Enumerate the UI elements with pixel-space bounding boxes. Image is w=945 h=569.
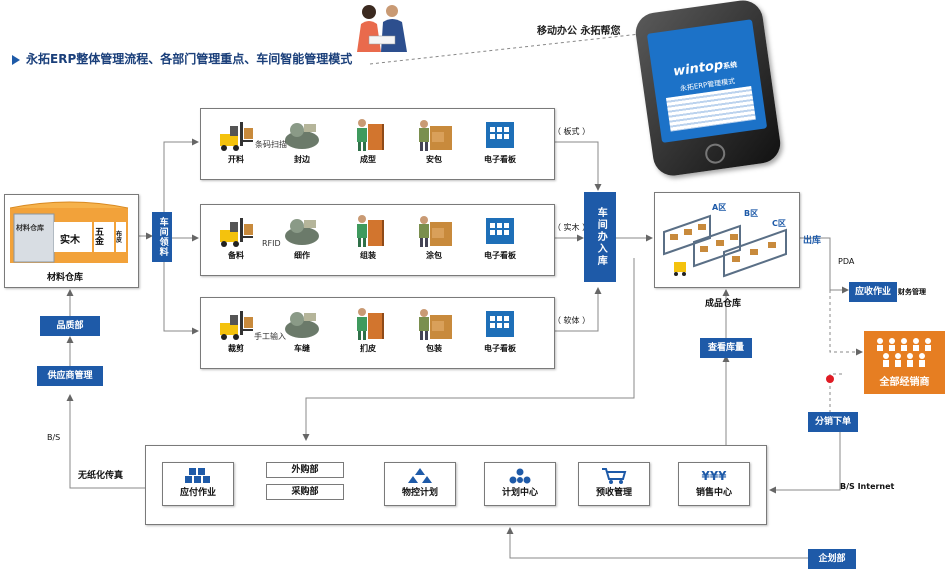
warehouse-section-hardware: 五金 bbox=[95, 228, 105, 247]
dashboard-grid-icon bbox=[480, 214, 520, 248]
machine-icon bbox=[282, 307, 322, 341]
finished-warehouse-label: 成品仓库 bbox=[705, 299, 742, 309]
outbound-label: 出库 bbox=[803, 236, 822, 246]
pda-label: PDA bbox=[838, 257, 855, 266]
yen-icon: ¥¥¥ bbox=[701, 469, 727, 483]
purchasing-dept[interactable]: 采购部 bbox=[266, 484, 344, 500]
distribution-order-button[interactable]: 分销下单 bbox=[808, 412, 858, 432]
workers-boxes-icon bbox=[414, 214, 454, 248]
step-assembly[interactable]: 安包 bbox=[403, 118, 465, 165]
phone-screen: wintop系统 永拓ERP管理模式 bbox=[646, 19, 768, 143]
step-cut-fabric[interactable]: 裁剪 bbox=[205, 307, 267, 354]
warehouse-section-wood: 实木 bbox=[60, 235, 80, 246]
all-dealers-label: 全部经销商 bbox=[879, 377, 930, 388]
step-upholstery[interactable]: 扪皮 bbox=[337, 307, 399, 354]
step-fine-work[interactable]: 细作 bbox=[271, 214, 333, 261]
step-cutting[interactable]: 开料 bbox=[205, 118, 267, 165]
step-e-board[interactable]: 电子看板 bbox=[469, 118, 531, 165]
paperless-fax-label: 无纸化传真 bbox=[78, 471, 124, 481]
step-prep[interactable]: 备料 bbox=[205, 214, 267, 261]
step-sewing[interactable]: 车缝 bbox=[271, 307, 333, 354]
step-assemble[interactable]: 组装 bbox=[337, 214, 399, 261]
step-forming[interactable]: 成型 bbox=[337, 118, 399, 165]
all-dealers-box[interactable]: 全部经销商 bbox=[864, 331, 945, 394]
business-people-icon bbox=[357, 5, 407, 52]
cart-icon bbox=[579, 467, 649, 485]
people-group-icon bbox=[876, 338, 931, 367]
payables-module[interactable]: 应付作业 bbox=[162, 462, 234, 506]
step-e-board[interactable]: 电子看板 bbox=[469, 214, 531, 261]
material-control-module[interactable]: 物控计划 bbox=[384, 462, 456, 506]
worker-icon bbox=[348, 307, 388, 341]
type-panel-label: （ 板式 ） bbox=[553, 127, 591, 136]
warehouse-sign: 材料仓库 bbox=[16, 224, 44, 232]
workers-boxes-icon bbox=[414, 307, 454, 341]
receivables-button[interactable]: 应收作业 bbox=[849, 282, 897, 302]
input-manual-label: 手工输入 bbox=[254, 332, 286, 341]
workshop-picking-box[interactable]: 车间领料 bbox=[152, 212, 172, 262]
zone-b-label: B区 bbox=[744, 209, 759, 218]
play-triangle-icon bbox=[12, 54, 20, 65]
finance-label: 财务管理 bbox=[898, 288, 926, 296]
sales-center-module[interactable]: ¥¥¥ 销售中心 bbox=[678, 462, 750, 506]
mobile-callout: 移动办公 永拓帮您 bbox=[537, 26, 621, 37]
forklift-icon bbox=[216, 307, 256, 341]
material-control-icon bbox=[385, 467, 455, 485]
input-rfid-label: RFID bbox=[262, 239, 281, 248]
advance-receipt-module[interactable]: 预收管理 bbox=[578, 462, 650, 506]
outsourcing-dept[interactable]: 外购部 bbox=[266, 462, 344, 478]
erp-system-panel bbox=[145, 445, 767, 525]
page-title: 永拓ERP整体管理流程、各部门管理重点、车间智能管理模式 bbox=[12, 50, 352, 67]
bs-label: B/S bbox=[47, 433, 61, 442]
zone-c-label: C区 bbox=[772, 219, 786, 228]
workers-boxes-icon bbox=[414, 118, 454, 152]
type-soft-label: （ 软体 ） bbox=[553, 316, 591, 325]
supplier-mgmt-button[interactable]: 供应商管理 bbox=[37, 366, 103, 386]
material-warehouse-label: 材料仓库 bbox=[47, 273, 84, 283]
warehouse-icon bbox=[10, 201, 129, 263]
mobile-phone: wintop系统 永拓ERP管理模式 bbox=[633, 0, 783, 179]
payables-icon bbox=[163, 467, 233, 485]
workshop-warehousing-box[interactable]: 车间办入库 bbox=[584, 192, 616, 282]
dashboard-grid-icon bbox=[480, 307, 520, 341]
check-stock-button[interactable]: 查看库量 bbox=[700, 338, 752, 358]
machine-icon bbox=[282, 118, 322, 152]
warehouse-racks-icon bbox=[663, 214, 787, 278]
planning-center-module[interactable]: 计划中心 bbox=[484, 462, 556, 506]
zone-a-label: A区 bbox=[712, 203, 727, 212]
worker-icon bbox=[348, 214, 388, 248]
phone-home-button bbox=[703, 142, 727, 165]
planning-dept-button[interactable]: 企划部 bbox=[808, 549, 856, 569]
step-e-board[interactable]: 电子看板 bbox=[469, 307, 531, 354]
step-coating[interactable]: 涂包 bbox=[403, 214, 465, 261]
planning-icon bbox=[485, 467, 555, 485]
dashboard-grid-icon bbox=[480, 118, 520, 152]
warehouse-section-fabric: 布皮 bbox=[116, 231, 123, 244]
input-barcode-label: 条码扫描 bbox=[255, 140, 287, 149]
quality-dept-button[interactable]: 品质部 bbox=[40, 316, 100, 336]
bs-internet-label: B/S Internet bbox=[840, 482, 895, 491]
step-packing[interactable]: 包装 bbox=[403, 307, 465, 354]
machine-icon bbox=[282, 214, 322, 248]
worker-icon bbox=[348, 118, 388, 152]
step-edge-banding[interactable]: 封边 bbox=[271, 118, 333, 165]
forklift-icon bbox=[216, 118, 256, 152]
forklift-icon bbox=[216, 214, 256, 248]
